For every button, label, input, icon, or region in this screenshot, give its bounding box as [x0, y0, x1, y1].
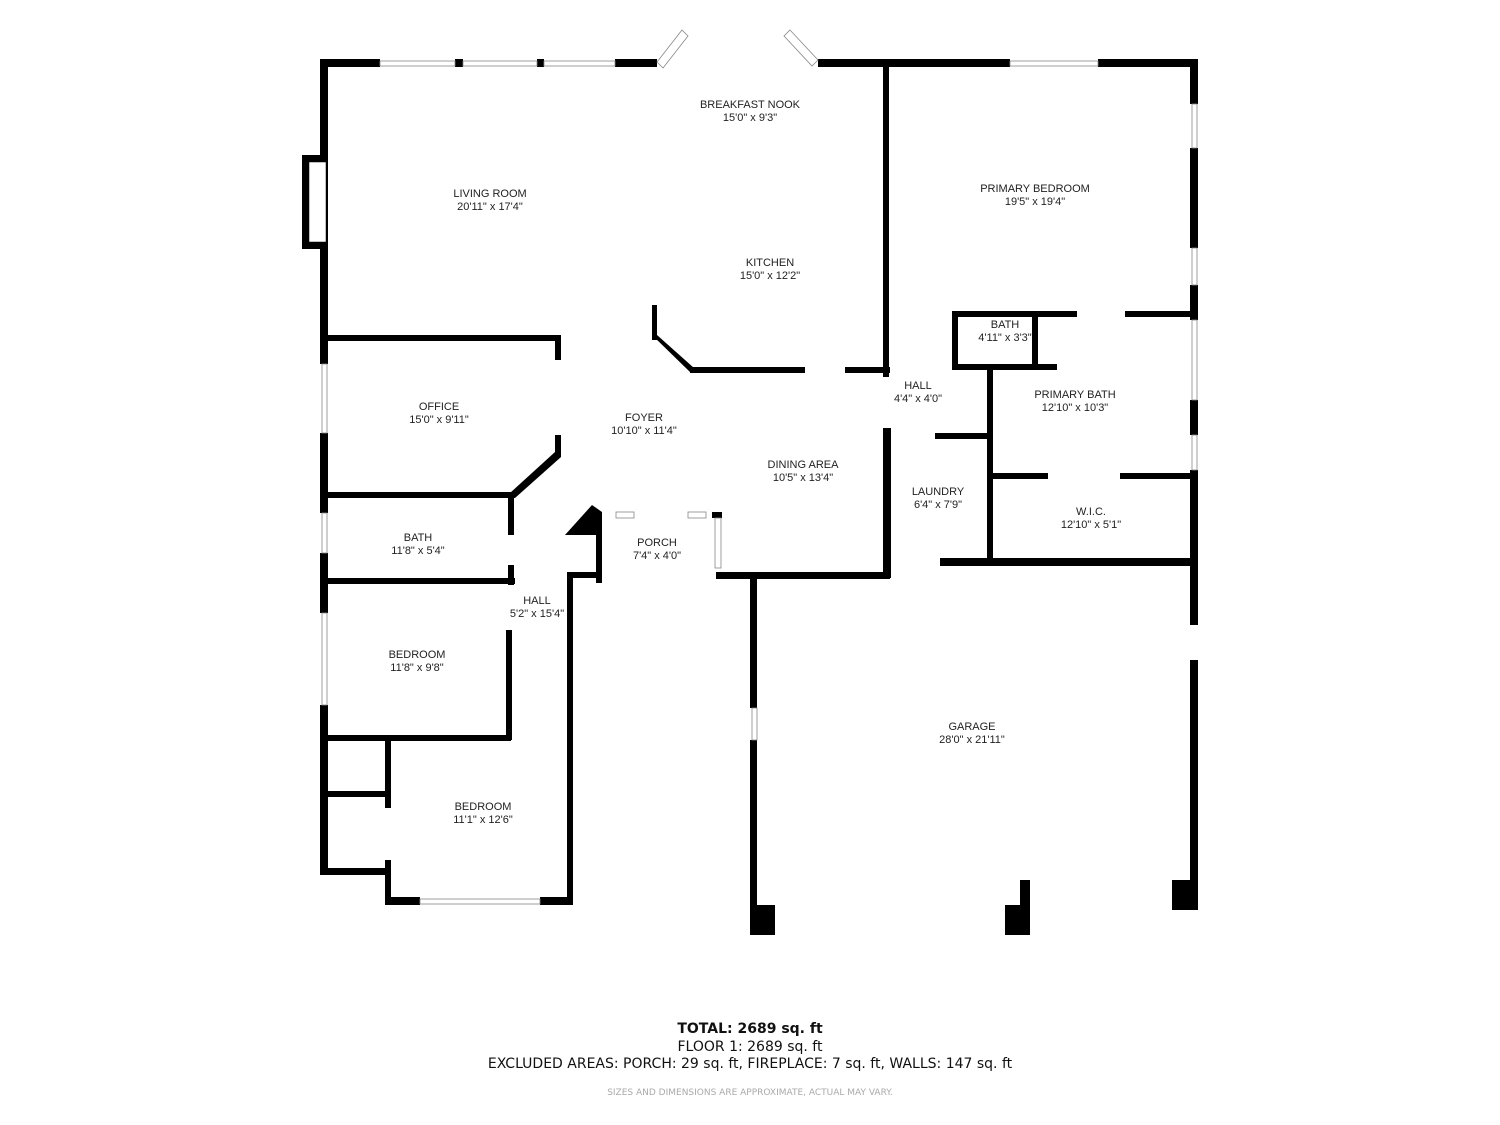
disclaimer: SIZES AND DIMENSIONS ARE APPROXIMATE, AC… [607, 1088, 893, 1098]
total-area: TOTAL: 2689 sq. ft [677, 1021, 823, 1037]
room-name-office: OFFICE [419, 401, 459, 413]
room-dims-foyer: 10'10" x 11'4" [611, 425, 677, 437]
room-name-bedroom-2: BEDROOM [455, 801, 512, 813]
room-name-kitchen: KITCHEN [746, 257, 794, 269]
room-name-garage: GARAGE [948, 721, 995, 733]
room-dims-laundry: 6'4" x 7'9" [914, 499, 962, 511]
room-name-living-room: LIVING ROOM [453, 188, 526, 200]
fireplace-hearth [308, 161, 327, 243]
room-dims-bath: 11'8" x 5'4" [391, 545, 444, 557]
room-name-wic: W.I.C. [1076, 506, 1106, 518]
room-name-primary-bath: PRIMARY BATH [1034, 389, 1115, 401]
room-name-breakfast-nook: BREAKFAST NOOK [700, 99, 801, 111]
room-dims-bedroom-1: 11'8" x 9'8" [390, 662, 443, 674]
room-dims-hall-west: 5'2" x 15'4" [510, 608, 564, 620]
room-name-dining-area: DINING AREA [768, 459, 840, 471]
room-dims-wic: 12'10" x 5'1" [1061, 519, 1121, 531]
room-name-hall-west: HALL [523, 595, 551, 607]
room-name-bedroom-1: BEDROOM [389, 649, 446, 661]
room-dims-hall-east: 4'4" x 4'0" [894, 393, 942, 405]
room-dims-primary-bath: 12'10" x 10'3" [1042, 402, 1109, 414]
room-dims-primary-bedroom: 19'5" x 19'4" [1005, 196, 1065, 208]
room-name-bath-small: BATH [991, 319, 1020, 331]
room-name-foyer: FOYER [625, 412, 663, 424]
excluded-areas: EXCLUDED AREAS: PORCH: 29 sq. ft, FIREPL… [487, 1056, 1013, 1072]
room-dims-breakfast-nook: 15'0" x 9'3" [723, 112, 777, 124]
room-dims-dining-area: 10'5" x 13'4" [773, 472, 833, 484]
room-name-laundry: LAUNDRY [912, 486, 965, 498]
windows [321, 29, 1198, 905]
room-dims-living-room: 20'11" x 17'4" [457, 201, 523, 213]
room-dims-bedroom-2: 11'1" x 12'6" [453, 814, 513, 826]
room-dims-garage: 28'0" x 21'11" [939, 734, 1005, 746]
room-dims-bath-small: 4'11" x 3'3" [978, 332, 1031, 344]
floor-area: FLOOR 1: 2689 sq. ft [677, 1039, 823, 1055]
room-name-primary-bedroom: PRIMARY BEDROOM [980, 183, 1090, 195]
room-name-porch: PORCH [637, 537, 677, 549]
room-name-hall-east: HALL [904, 380, 932, 392]
room-name-bath: BATH [404, 532, 433, 544]
room-dims-kitchen: 15'0" x 12'2" [740, 270, 800, 282]
room-dims-office: 15'0" x 9'11" [409, 414, 469, 426]
room-dims-porch: 7'4" x 4'0" [633, 550, 681, 562]
